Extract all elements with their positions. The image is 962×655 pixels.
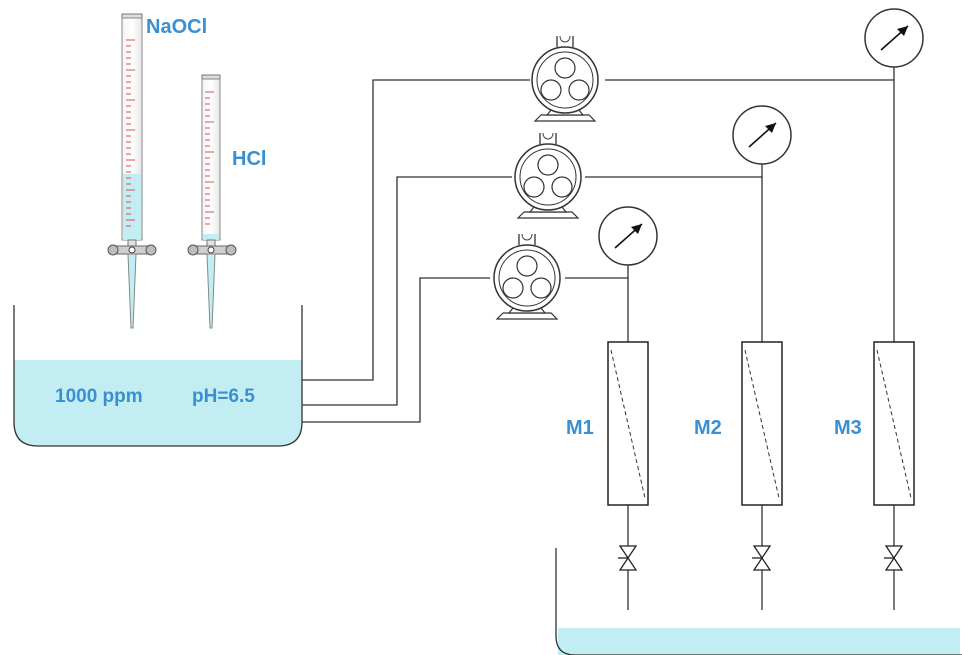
burette-icon [107,13,157,329]
pressure-gauge-icon [864,8,924,68]
module-m2-label: M2 [694,417,722,439]
membrane-module-icon [741,341,783,506]
valve-icon [618,545,638,571]
burette-icon [187,74,237,329]
ph-label: pH=6.5 [192,386,255,407]
membrane-module-icon [607,341,649,506]
module-m1-label: M1 [566,417,594,439]
pressure-gauge-icon [732,105,792,165]
peristaltic-pump-icon [531,35,599,122]
pressure-gauge-icon [598,206,658,266]
valve-icon [752,545,772,571]
feed-lines [302,67,895,423]
feed-tank-liquid [14,360,302,446]
peristaltic-pump-icon [514,132,582,219]
peristaltic-pump-icon [493,233,561,320]
feed-tank [13,305,303,447]
feed-tank-wall [13,305,303,447]
concentration-label: 1000 ppm [55,386,143,407]
naocl-label: NaOCl [146,16,207,38]
module-m3-label: M3 [834,417,862,439]
membrane-module-icon [873,341,915,506]
hcl-label: HCl [232,148,266,170]
valve-icon [884,545,904,571]
